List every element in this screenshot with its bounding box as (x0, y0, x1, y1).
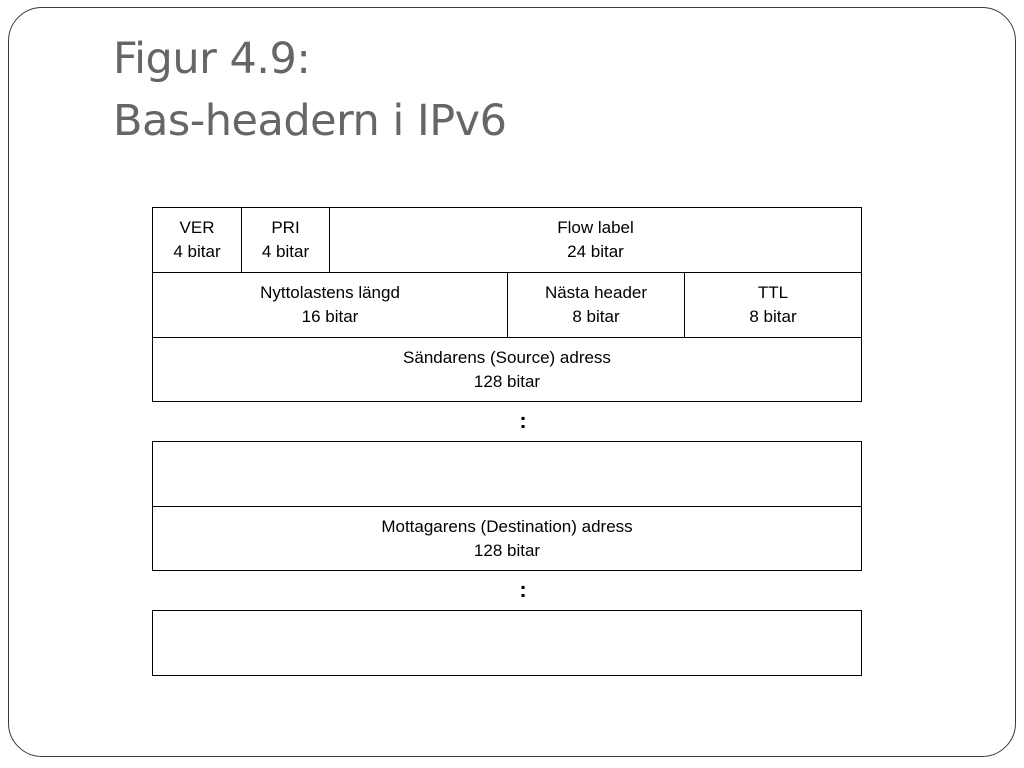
field-next-header-name: Nästa header (544, 283, 648, 302)
field-source-address: Sändarens (Source) adress 128 bitar (152, 337, 862, 402)
continuation-marker-1: : (519, 408, 527, 433)
field-pri-size: 4 bitar (261, 242, 310, 261)
title-line-2: Bas-headern i IPv6 (113, 96, 507, 146)
field-payload-length: Nyttolastens längd 16 bitar (152, 272, 508, 338)
field-source-address-name: Sändarens (Source) adress (403, 347, 611, 367)
field-payload-length-size: 16 bitar (301, 307, 359, 326)
field-pri: PRI 4 bitar (241, 207, 330, 273)
field-source-address-size: 128 bitar (473, 371, 541, 391)
continuation-marker-2: : (519, 577, 527, 602)
field-destination-address-name: Mottagarens (Destination) adress (381, 516, 633, 536)
field-payload-length-name: Nyttolastens längd (260, 283, 400, 302)
field-next-header: Nästa header 8 bitar (507, 272, 685, 338)
field-ttl: TTL 8 bitar (684, 272, 862, 338)
field-ver-size: 4 bitar (173, 242, 221, 261)
field-ttl-size: 8 bitar (749, 307, 797, 326)
field-ver-name: VER (179, 218, 215, 237)
field-pri-name: PRI (271, 218, 300, 237)
title-line-1: Figur 4.9: (113, 34, 311, 84)
field-destination-address-size: 128 bitar (473, 540, 541, 560)
field-destination-address: Mottagarens (Destination) adress 128 bit… (152, 506, 862, 571)
slide-title: Figur 4.9: Bas-headern i IPv6 (113, 28, 507, 152)
field-ttl-name: TTL (757, 283, 789, 302)
field-flow-label-name: Flow label (557, 218, 634, 237)
field-ver: VER 4 bitar (152, 207, 242, 273)
field-destination-address-continued (152, 610, 862, 676)
field-flow-label-size: 24 bitar (567, 242, 624, 261)
field-flow-label: Flow label 24 bitar (329, 207, 862, 273)
field-next-header-size: 8 bitar (572, 307, 620, 326)
field-source-address-continued (152, 441, 862, 507)
